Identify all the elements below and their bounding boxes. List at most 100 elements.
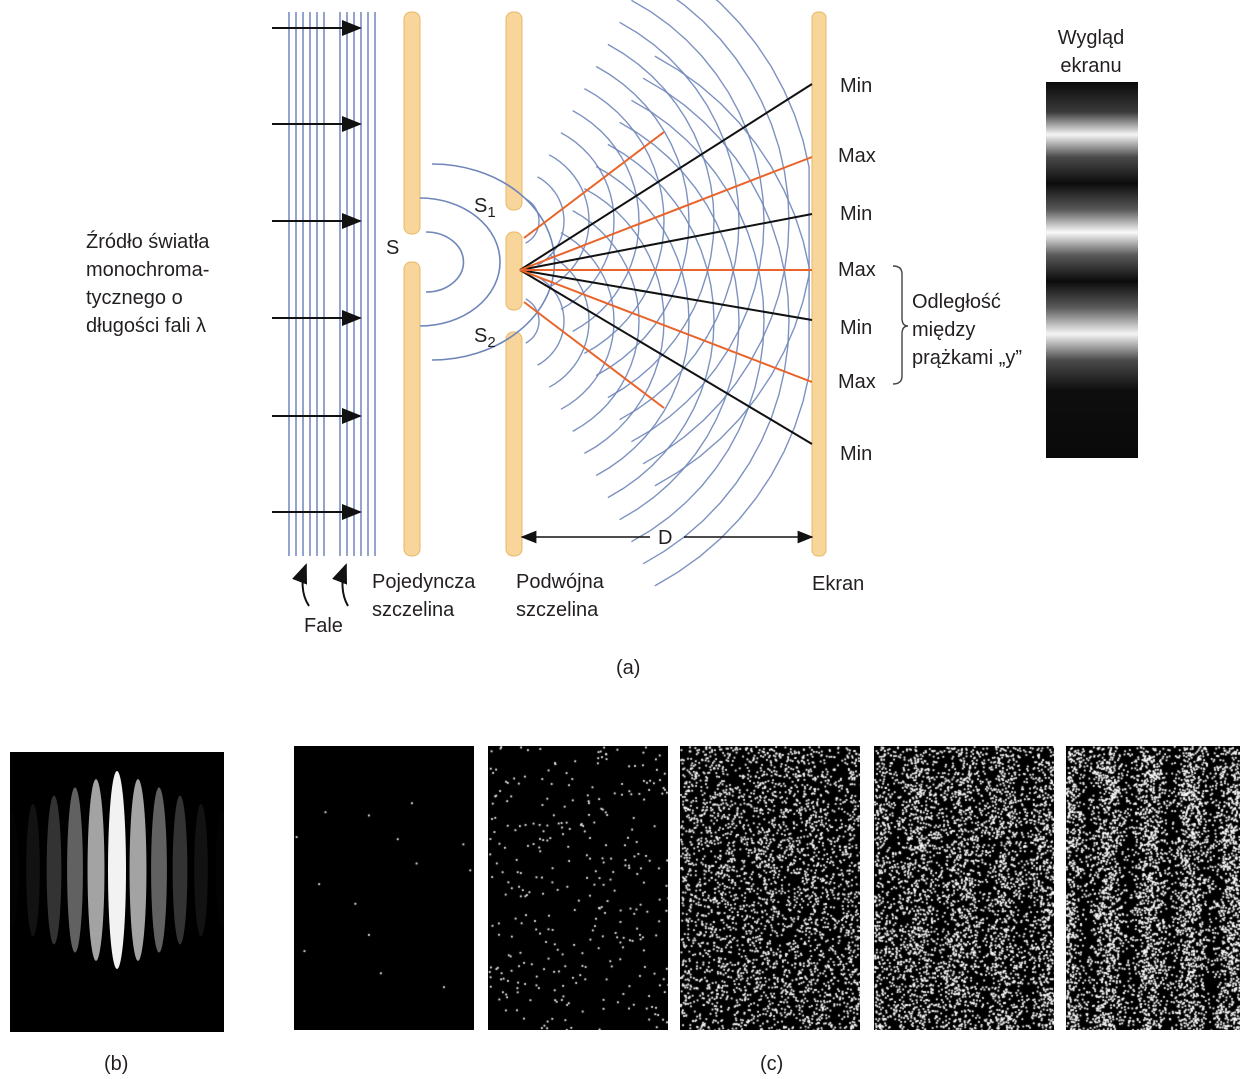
bright-fringe (129, 779, 147, 961)
wavelet-arc (619, 121, 740, 521)
light-source-label: Źródło światła monochroma- tycznego o dł… (86, 228, 209, 340)
single-slit-label: Pojedyncza szczelina (372, 568, 475, 624)
fringe-distance-label-line: między (912, 319, 976, 341)
wavelet-arc (548, 154, 590, 288)
minimum-line (519, 83, 813, 271)
source-label-line: tycznego o (86, 287, 183, 309)
wavelet-arc (595, 65, 690, 377)
double-slit-label: Podwójna szczelina (516, 568, 604, 624)
source-label-line: Źródło światła (86, 231, 210, 253)
wavelet-arc (548, 254, 590, 388)
interference-photo-b (10, 752, 224, 1032)
plane-wavefronts (288, 12, 376, 556)
fringe-distance-bracket (892, 265, 909, 385)
photon-dots-canvas (680, 746, 860, 1030)
wavefront-arc (431, 163, 556, 361)
fringe-distance-label-line: prążkami „y” (912, 347, 1023, 369)
single-slit-barrier (403, 11, 421, 557)
bright-fringe (151, 787, 167, 953)
wavelet-arc (572, 109, 640, 333)
single-slit-label-line: Pojedyncza (372, 571, 476, 593)
slit-s2-base: S (474, 325, 488, 347)
photon-panel-4 (874, 746, 1054, 1030)
bright-fringe (108, 771, 126, 969)
fringe-label-4: Max (838, 259, 876, 281)
wavelet-arc (595, 165, 690, 477)
wavelet-arc (584, 187, 665, 455)
photon-dots-canvas (294, 746, 474, 1030)
bright-fringe (87, 779, 105, 961)
photon-panel-2 (488, 746, 668, 1030)
photon-dots-canvas (874, 746, 1054, 1030)
slit-s1-label: S1 (474, 192, 496, 227)
double-slit-barrier (505, 11, 523, 557)
waves-label: Fale (304, 615, 343, 637)
double-slit-label-line: Podwójna (516, 571, 604, 593)
wavelet-arc (631, 0, 765, 443)
wavelet-arc (560, 232, 615, 410)
photon-dots-canvas (1066, 746, 1240, 1030)
wavelet-arc (537, 176, 565, 266)
fringe-label-5: Min (840, 317, 873, 339)
diffraction-wavefronts (419, 163, 556, 361)
bright-fringe (46, 795, 62, 945)
minimum-line (519, 269, 813, 321)
wavelet-arc (642, 77, 790, 565)
caption-a: (a) (616, 657, 641, 679)
wavelet-arc (654, 55, 810, 587)
wavelet-arc (560, 132, 615, 310)
slit-s1-base: S (474, 195, 488, 217)
fringe-label-2: Max (838, 145, 876, 167)
maximum-line (519, 269, 813, 383)
wavelet-arc (631, 99, 765, 543)
bright-fringe (26, 803, 40, 937)
observation-screen (811, 11, 827, 557)
screen-view-title-line: Wygląd (1057, 27, 1125, 49)
bright-fringe (67, 787, 83, 953)
slit-s1-sub: 1 (487, 204, 496, 221)
slit-s-label: S (386, 237, 400, 259)
bright-fringe (172, 795, 188, 945)
fringe-label-7: Min (840, 443, 873, 465)
wavelet-arc (525, 298, 540, 344)
screen-label: Ekran (812, 573, 865, 595)
screen-appearance-image (1046, 82, 1138, 458)
source-label-line: długości fali λ (86, 315, 207, 337)
distance-d-label: D (658, 527, 673, 549)
bright-fringe (194, 803, 208, 937)
bright-fringe (216, 812, 224, 928)
slit-s2-sub: 2 (487, 334, 496, 351)
fringe-label-1: Min (840, 75, 873, 97)
wavelet-arc (654, 0, 810, 487)
wavefront-arc (425, 231, 465, 293)
maximum-line (523, 131, 665, 239)
photon-panel-5 (1066, 746, 1240, 1030)
screen-view-title: Wygląd ekranu (1036, 24, 1146, 80)
minimum-line (519, 269, 813, 445)
wavelet-arc (525, 198, 540, 244)
fringe-label-6: Max (838, 371, 876, 393)
double-slit-label-line: szczelina (516, 599, 599, 621)
wavefront-arc (419, 197, 501, 327)
slit-s2-label: S2 (474, 322, 496, 357)
wavelet-arc (642, 0, 790, 465)
fringe-distance-label-line: Odległość (912, 291, 1001, 313)
caption-b: (b) (104, 1053, 129, 1075)
wavelet-arc (607, 43, 715, 399)
photon-panel-1 (294, 746, 474, 1030)
single-slit-label-line: szczelina (372, 599, 455, 621)
minimum-line (519, 213, 813, 271)
source-label-line: monochroma- (86, 259, 210, 281)
wavelet-arc (607, 143, 715, 499)
bright-fringe (10, 812, 18, 928)
interference-wavefronts (525, 0, 810, 587)
photon-panel-3 (680, 746, 860, 1030)
fringe-distance-label: Odległość między prążkami „y” (912, 288, 1022, 372)
screen-view-title-line: ekranu (1060, 55, 1122, 77)
photon-dots-canvas (488, 746, 668, 1030)
wavelet-arc (619, 21, 740, 421)
waves-pointer-arrows (292, 563, 349, 607)
wave-direction-arrows (272, 20, 362, 520)
caption-c: (c) (760, 1053, 784, 1075)
